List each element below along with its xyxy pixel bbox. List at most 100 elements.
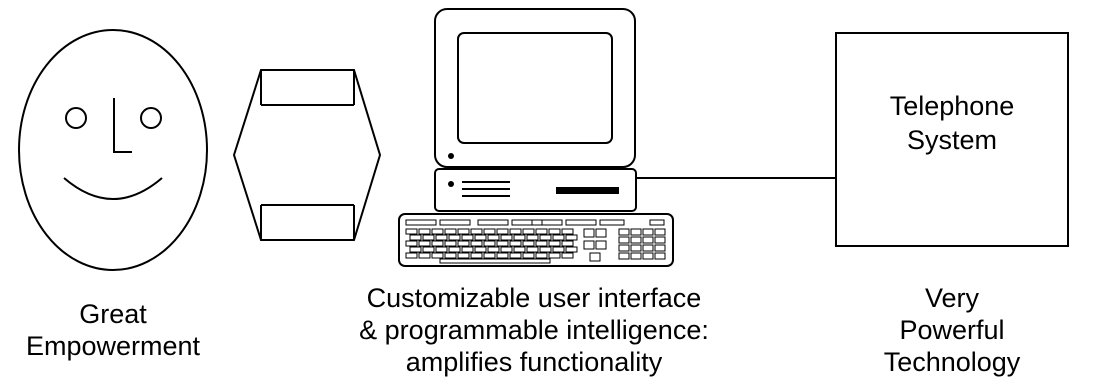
keyboard-key: [595, 228, 607, 238]
keyboard-key: [642, 228, 654, 236]
keyboard-key: [405, 228, 418, 235]
keyboard-key: [654, 236, 666, 244]
telephone-caption-line3: Technology: [883, 347, 1021, 377]
keyboard-key: [618, 228, 630, 236]
keyboard-key: [531, 219, 563, 226]
computer-caption: Customizable user interface & programmab…: [286, 282, 782, 378]
keyboard-key: [496, 240, 509, 247]
keyboard-key: [526, 246, 539, 253]
keyboard-key: [500, 246, 513, 253]
keyboard-key: [405, 252, 418, 259]
double-arrow-icon: [232, 69, 382, 241]
keyboard-key: [431, 240, 444, 247]
keyboard-key: [405, 240, 418, 247]
keyboard-key: [535, 228, 548, 235]
keyboard-key: [444, 240, 457, 247]
desktop-computer-icon: [434, 8, 637, 212]
smiley-face-icon: [18, 29, 208, 271]
keyboard-key: [642, 252, 654, 260]
keyboard-key: [589, 252, 601, 262]
keyboard-key: [513, 246, 526, 253]
keyboard-key: [561, 252, 574, 259]
keyboard-key: [583, 240, 595, 250]
keyboard-key: [470, 252, 483, 259]
keyboard-key: [483, 252, 496, 259]
keyboard-key: [470, 228, 483, 235]
keyboard-key: [630, 252, 642, 260]
keyboard-key: [474, 246, 487, 253]
keyboard-key: [483, 240, 496, 247]
keyboard-key: [435, 234, 448, 241]
keyboard-key: [509, 252, 522, 259]
keyboard-icon: [398, 213, 674, 267]
keyboard-key: [548, 240, 561, 247]
keyboard-key: [487, 234, 500, 241]
keyboard-key: [483, 228, 496, 235]
keyboard-key: [565, 234, 578, 241]
telephone-caption: Very Powerful Technology: [836, 282, 1068, 378]
keyboard-key: [496, 252, 509, 259]
keyboard-key: [539, 234, 552, 241]
keyboard-key: [457, 240, 470, 247]
keyboard-key: [595, 240, 607, 250]
keyboard-key: [431, 252, 444, 259]
keyboard-key: [470, 240, 483, 247]
telephone-caption-line2: Powerful: [899, 315, 1005, 345]
keyboard-key: [448, 234, 461, 241]
keyboard-key: [654, 228, 666, 236]
telephone-caption-line1: Very: [924, 283, 980, 313]
telephone-system-label: Telephone System: [836, 89, 1068, 157]
keyboard-key: [435, 246, 448, 253]
keyboard-key: [409, 234, 422, 241]
keyboard-key: [583, 228, 595, 238]
keyboard-key: [618, 236, 630, 244]
keyboard-key: [439, 258, 551, 264]
keyboard-key: [654, 244, 666, 252]
keyboard-key: [522, 228, 535, 235]
keyboard-key: [535, 240, 548, 247]
keyboard-key: [431, 228, 444, 235]
keyboard-key: [422, 234, 435, 241]
keyboard-key: [548, 228, 561, 235]
keyboard-key: [509, 228, 522, 235]
keyboard-key: [513, 234, 526, 241]
keyboard-key: [642, 244, 654, 252]
keyboard-key: [630, 244, 642, 252]
keyboard-key: [487, 246, 500, 253]
keyboard-key: [461, 234, 474, 241]
keyboard-key: [509, 240, 522, 247]
keyboard-key: [409, 246, 422, 253]
keyboard-key: [535, 252, 548, 259]
computer-caption-line1: Customizable user interface: [366, 283, 702, 313]
keyboard-key: [565, 246, 578, 253]
telephone-system-line1: Telephone: [889, 91, 1015, 121]
keyboard-key: [461, 246, 474, 253]
keyboard-key: [561, 228, 574, 235]
keyboard-key: [618, 252, 630, 260]
keyboard-key: [526, 234, 539, 241]
keyboard-key: [511, 219, 543, 226]
keyboard-key: [457, 252, 470, 259]
keyboard-key: [496, 228, 509, 235]
keyboard-key: [439, 219, 471, 226]
person-caption-line1: Great: [79, 299, 147, 329]
keyboard-key: [448, 246, 461, 253]
keyboard-key: [444, 228, 457, 235]
keyboard-key: [649, 219, 665, 226]
keyboard-key: [422, 246, 435, 253]
keyboard-key: [444, 252, 457, 259]
keyboard-key: [599, 219, 625, 226]
keyboard-key: [654, 252, 666, 260]
keyboard-key: [618, 244, 630, 252]
keyboard-key: [630, 228, 642, 236]
keyboard-key: [552, 246, 565, 253]
keyboard-key: [561, 240, 574, 247]
computer-caption-line2: & programmable intelligence:: [359, 315, 709, 345]
keyboard-key: [477, 219, 509, 226]
keyboard-key: [522, 240, 535, 247]
keyboard-key: [522, 252, 535, 259]
keyboard-key: [418, 228, 431, 235]
person-caption-line2: Empowerment: [25, 331, 201, 361]
keyboard-key: [548, 252, 561, 259]
